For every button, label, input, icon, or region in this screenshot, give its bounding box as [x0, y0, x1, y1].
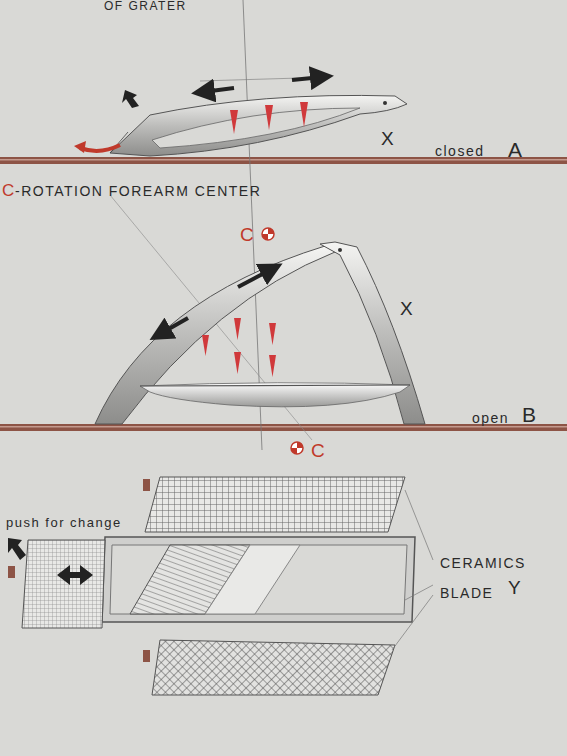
part-letter: X: [381, 128, 395, 150]
note-text: push for change: [6, 516, 122, 531]
figure-letter: B: [522, 403, 538, 427]
part-name: CERAMICS BLADE: [440, 548, 548, 608]
state-label: closed: [435, 143, 484, 159]
part-letter: Y: [508, 577, 522, 599]
part-letter: X: [400, 298, 414, 320]
centre-letter: C: [2, 181, 16, 201]
centre-letter: C: [240, 224, 255, 246]
centre-letter: C: [311, 440, 326, 462]
section-heading: OF GRATER: [104, 0, 187, 14]
state-label: open: [472, 410, 509, 426]
figure-letter: A: [508, 138, 524, 162]
centre-note: -ROTATION FOREARM CENTER: [15, 183, 261, 199]
